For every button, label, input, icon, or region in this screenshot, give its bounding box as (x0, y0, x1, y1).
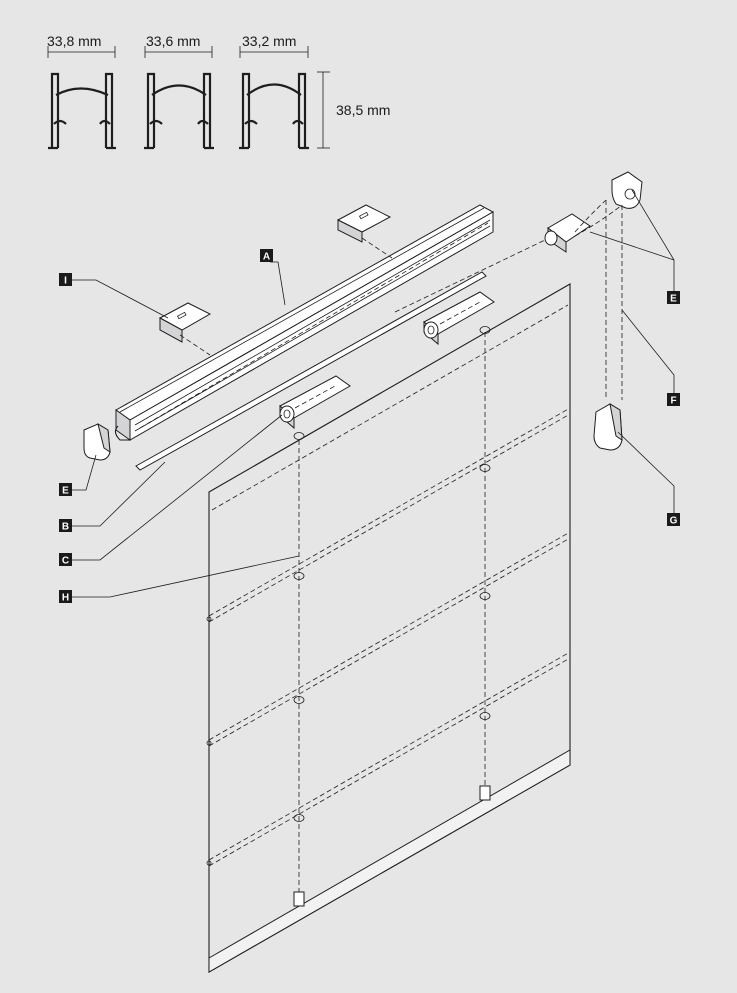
chain-weight (593, 402, 623, 451)
fabric-panel (206, 283, 571, 973)
profile-height: 38,5 mm (336, 102, 390, 118)
callout-lines (72, 189, 675, 598)
profile-dimensions: 33,8 mm 33,6 mm 33,2 mm 38,5 mm (47, 33, 390, 150)
label-c: C (59, 553, 72, 567)
svg-text:H: H (62, 593, 69, 604)
mounting-bracket-right (336, 204, 393, 259)
label-g: G (667, 513, 680, 527)
width-dimension-2: 33,6 mm (144, 33, 213, 58)
label-i: I (59, 273, 72, 287)
mounting-bracket-left (158, 302, 212, 356)
fold-line-2 (206, 531, 571, 747)
label-f: F (667, 393, 680, 407)
width-dimension-1: 33,8 mm (47, 33, 116, 58)
cord-end-right (479, 785, 491, 801)
profile-section-2 (144, 72, 214, 150)
profile-width-3: 33,2 mm (242, 33, 296, 49)
width-dimension-3: 33,2 mm (239, 33, 309, 58)
profile-width-2: 33,6 mm (146, 33, 200, 49)
svg-text:G: G (670, 516, 678, 527)
label-e-left: E (59, 483, 72, 497)
label-b: B (59, 519, 72, 533)
headrail (114, 204, 495, 441)
cord-lock-left (279, 375, 351, 430)
label-e-right: E (667, 291, 680, 305)
end-cap-right (611, 171, 643, 209)
end-cap-left (83, 422, 111, 461)
cord-end-left (293, 891, 305, 907)
weight-bar (135, 271, 487, 471)
svg-text:A: A (263, 252, 270, 263)
svg-text:F: F (670, 396, 676, 407)
profile-section-3 (239, 72, 309, 150)
svg-text:E: E (670, 294, 677, 305)
height-dimension: 38,5 mm (317, 71, 390, 149)
svg-text:I: I (64, 276, 67, 287)
fold-line-3 (206, 651, 571, 867)
svg-text:C: C (62, 556, 69, 567)
cord-rings (293, 326, 491, 822)
ball-chain (574, 199, 623, 400)
svg-text:B: B (62, 522, 69, 533)
fold-line-1 (206, 407, 571, 623)
cord-lock-right (423, 291, 495, 346)
control-unit (394, 213, 591, 313)
label-a: A (260, 249, 273, 263)
profile-width-1: 33,8 mm (47, 33, 101, 49)
profile-section-1 (48, 72, 116, 150)
svg-text:E: E (62, 486, 69, 497)
label-h: H (59, 590, 72, 604)
